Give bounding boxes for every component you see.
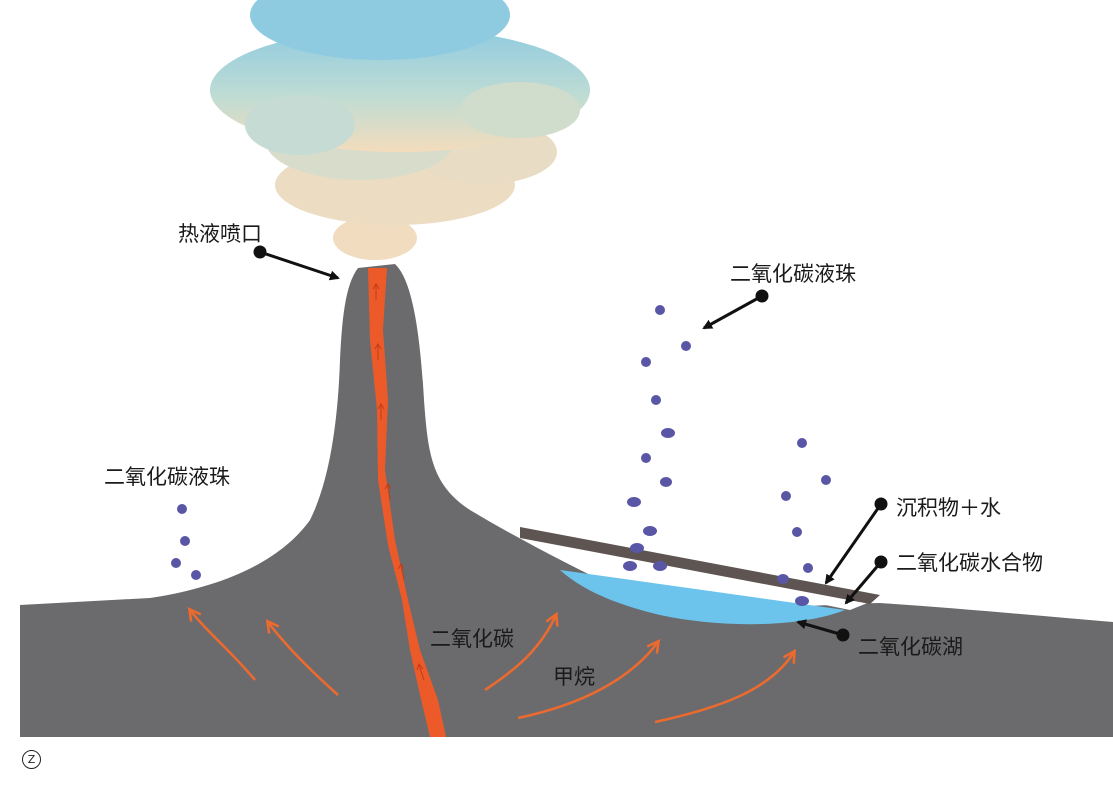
- label-sediment-water: 沉积物＋水: [896, 496, 1001, 520]
- label-co2-hydrate: 二氧化碳水合物: [896, 551, 1043, 575]
- leader-lines: [253, 245, 888, 642]
- label-droplets-right: 二氧化碳液珠: [730, 262, 856, 286]
- label-methane: 甲烷: [553, 665, 595, 689]
- gas-arrow-1: [187, 607, 256, 681]
- label-vent: 热液喷口: [178, 222, 262, 246]
- gas-arrow-4: [517, 639, 661, 720]
- hydrate-leader: [844, 561, 883, 605]
- seafloor: [20, 264, 1113, 737]
- sediment-top-layer: [520, 527, 880, 604]
- gas-arrow-3: [484, 611, 559, 692]
- label-co2: 二氧化碳: [430, 627, 514, 651]
- gas-arrow-5: [654, 648, 796, 724]
- co2-lake: [560, 570, 845, 625]
- droplet-leader: [702, 294, 763, 330]
- vent-leader: [259, 250, 340, 281]
- gas-arrows: [187, 607, 796, 724]
- label-droplets-left: 二氧化碳液珠: [104, 465, 230, 489]
- magma-conduit: [368, 268, 446, 737]
- figure-mark: Z: [22, 750, 41, 769]
- co2-droplets: [171, 305, 831, 606]
- label-co2-lake: 二氧化碳湖: [858, 635, 963, 659]
- sediment-leader: [824, 503, 883, 585]
- lake-leader: [796, 619, 844, 637]
- gas-arrow-2: [265, 619, 339, 696]
- smoke-plume: [210, 0, 590, 260]
